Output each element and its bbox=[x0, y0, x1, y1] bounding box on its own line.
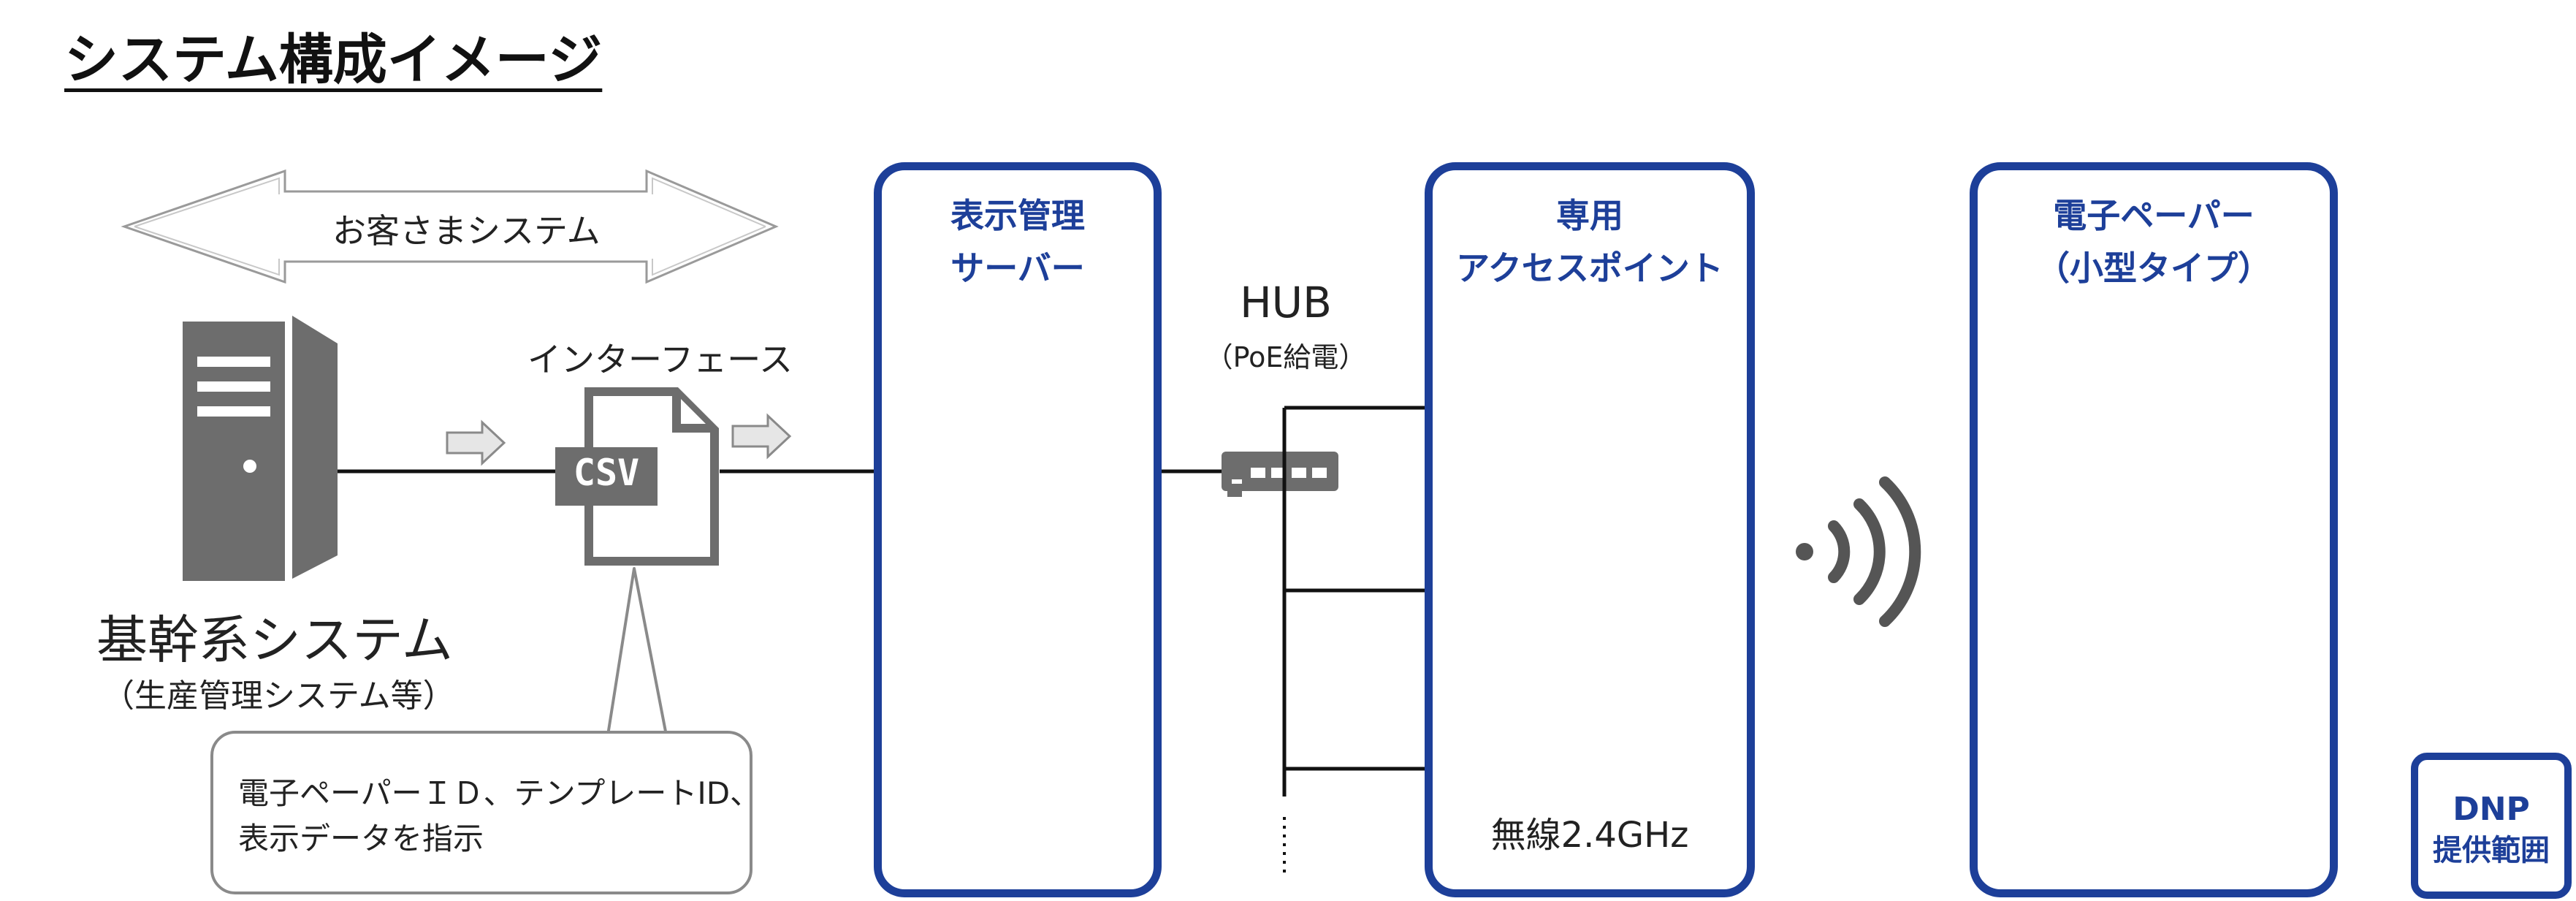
flow-arrow-2 bbox=[731, 413, 792, 460]
csv-badge-text: CSV bbox=[573, 452, 640, 494]
server-box: 表示管理 サーバー bbox=[874, 162, 1162, 897]
flow-arrow-1 bbox=[446, 419, 506, 466]
callout-line-2: 表示データを指示 bbox=[238, 821, 484, 856]
epaper-display-2: ABC bbox=[2112, 630, 2192, 681]
core-system-title: 基幹系システム bbox=[96, 610, 453, 670]
callout-line-1: 電子ペーパーＩＤ、テンプレートID、 bbox=[238, 775, 761, 811]
customer-system-arrow bbox=[121, 169, 779, 284]
server-box-line-1: 表示管理 bbox=[950, 196, 1085, 235]
core-server-icon bbox=[183, 316, 338, 581]
page-title: システム構成イメージ bbox=[64, 28, 603, 91]
core-system-subtitle: （生産管理システム等） bbox=[102, 677, 455, 715]
access-point-box: 専用 アクセスポイント 無線2.4GHz bbox=[1425, 162, 1755, 897]
epaper-box-line-2: （小型タイプ） bbox=[2036, 248, 2271, 288]
dnp-scope-badge: DNP 提供範囲 bbox=[2411, 753, 2572, 899]
epaper-box-line-1: 電子ペーパー bbox=[2053, 196, 2255, 235]
db-label-line-1: テンプレート bbox=[938, 726, 1096, 756]
interface-label: インターフェース bbox=[527, 340, 793, 379]
ap-box-line-1: 専用 bbox=[1556, 196, 1623, 235]
customer-system-label: お客さまシステム bbox=[332, 211, 601, 251]
hub-device-icon bbox=[1222, 452, 1338, 497]
server-box-line-2: サーバー bbox=[950, 248, 1085, 288]
epaper-display-1: 1234 bbox=[2095, 365, 2212, 422]
db-label-line-2: データ bbox=[977, 759, 1056, 789]
wireless-label: 無線2.4GHz bbox=[1490, 815, 1689, 856]
scope-badge-line-1: DNP bbox=[2453, 791, 2530, 828]
instruction-callout: 電子ペーパーＩＤ、テンプレートID、 表示データを指示 bbox=[210, 731, 761, 894]
csv-file-icon bbox=[555, 387, 719, 566]
wireless-signal-icon bbox=[1796, 476, 1921, 627]
scope-badge-line-2: 提供範囲 bbox=[2433, 834, 2550, 867]
hub-title: HUB bbox=[1240, 278, 1332, 327]
epaper-box: 電子ペーパー （小型タイプ） bbox=[1970, 162, 2338, 897]
hub-subtitle: （PoE給電） bbox=[1205, 341, 1367, 373]
ap-box-line-2: アクセスポイント bbox=[1456, 248, 1723, 288]
